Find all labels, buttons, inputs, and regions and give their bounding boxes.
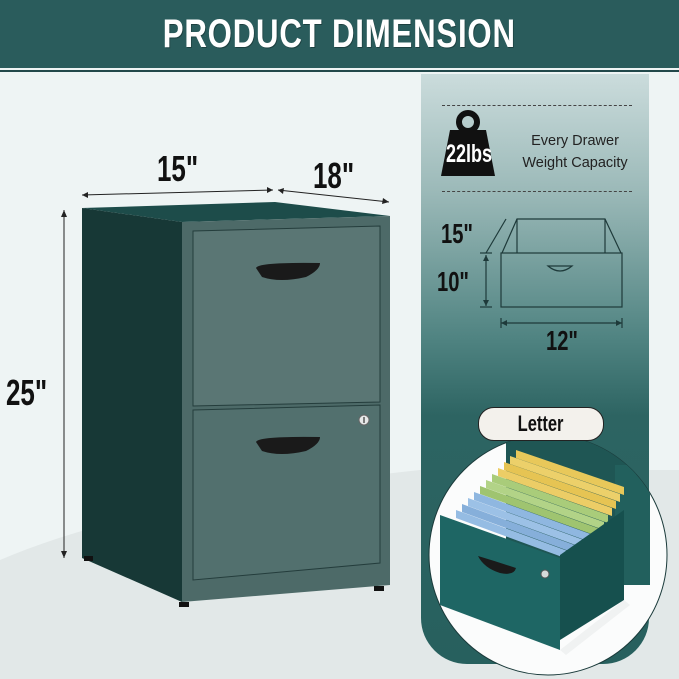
- drawer-depth-label: 15": [441, 218, 473, 249]
- weight-icon: [441, 110, 495, 176]
- header-divider: [0, 70, 679, 72]
- header-banner: PRODUCT DIMENSION: [0, 0, 679, 68]
- paper-size-pill: Letter: [478, 407, 604, 441]
- cabinet-width-label: 15": [157, 148, 199, 189]
- drawer-height-label: 10": [437, 266, 469, 297]
- drawer-width-label: 12": [546, 325, 578, 356]
- drawer-handle-top: [256, 262, 320, 280]
- weight-badge-text: 22lbs: [446, 140, 493, 168]
- weight-capacity-line1: Every Drawer: [531, 133, 619, 149]
- drawer-handle-bottom: [256, 436, 320, 454]
- open-drawer-illustration: [428, 434, 668, 676]
- weight-capacity-line2: Weight Capacity: [522, 155, 628, 171]
- weight-capacity-text: Every Drawer Weight Capacity: [512, 130, 638, 174]
- paper-size-label: Letter: [518, 411, 564, 436]
- cabinet-depth-label: 18": [313, 155, 355, 196]
- cabinet-height-label: 25": [6, 372, 48, 413]
- filing-cabinet-illustration: [61, 187, 390, 607]
- page-title: PRODUCT DIMENSION: [162, 11, 516, 56]
- divider-dashed-bottom: [442, 191, 632, 192]
- drawer-diagram: [480, 218, 623, 328]
- divider-dashed-top: [442, 105, 632, 106]
